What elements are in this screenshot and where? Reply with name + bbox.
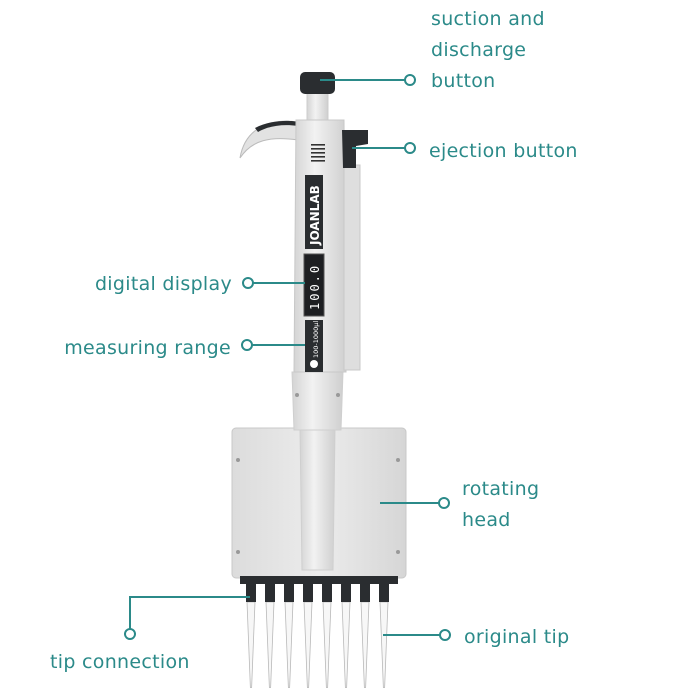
pipette-tip — [303, 601, 313, 688]
nozzle — [341, 584, 351, 602]
label-digital-display: digital display — [95, 273, 232, 295]
pipette-tip — [341, 601, 351, 688]
pipette-tip — [246, 601, 256, 688]
nozzle — [284, 584, 294, 602]
nozzle — [246, 584, 256, 602]
brand-logo: JOANLAB — [308, 185, 322, 246]
pipette-tip — [265, 601, 275, 688]
pipette-tips — [246, 601, 389, 688]
nozzle — [379, 584, 389, 602]
label-suction-2: discharge — [431, 39, 526, 61]
label-suction-3: button — [431, 70, 495, 92]
pipette-tip — [379, 601, 389, 688]
measuring-range-label: 100-1000μl — [312, 321, 320, 358]
pipette-tip — [360, 601, 370, 688]
label-original-tip: original tip — [464, 626, 569, 648]
suction-discharge-button — [300, 72, 335, 94]
label-rotating-1: rotating — [462, 478, 539, 500]
label-ejection: ejection button — [429, 140, 578, 162]
tip-connection-nozzles — [246, 584, 389, 602]
label-tip-connection: tip connection — [50, 651, 190, 673]
label-rotating-2: head — [462, 509, 511, 531]
pipette-tip — [322, 601, 332, 688]
pipette-tip — [284, 601, 294, 688]
nozzle — [360, 584, 370, 602]
nozzle — [303, 584, 313, 602]
label-measuring-range: measuring range — [64, 337, 231, 359]
nozzle — [265, 584, 275, 602]
digital-display: 100.0 — [308, 264, 322, 310]
nozzle — [322, 584, 332, 602]
label-suction-1: suction and — [431, 8, 545, 30]
nozzle-bar — [240, 576, 398, 584]
